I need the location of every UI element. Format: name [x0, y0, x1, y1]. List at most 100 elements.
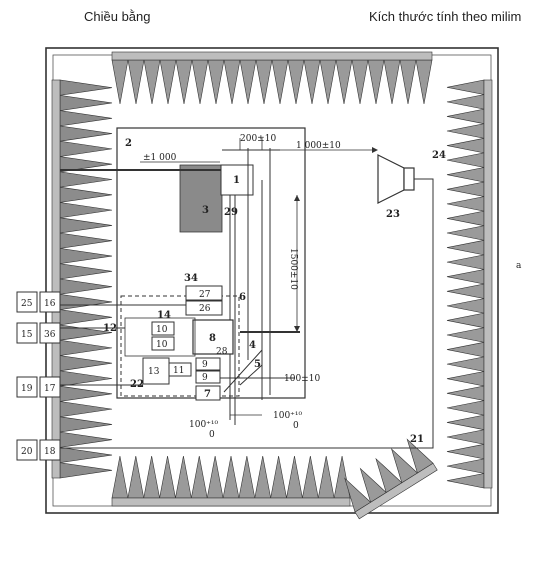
absorber-wedge: [446, 443, 485, 460]
box-10b: [151, 336, 175, 351]
box-9a: [195, 357, 221, 371]
absorber-wedge: [143, 455, 160, 499]
absorber-wedge: [159, 455, 176, 499]
absorber-wedge: [399, 59, 417, 105]
absorber-wedge: [59, 431, 113, 448]
label-5: 5: [254, 359, 261, 370]
label-18: 18: [44, 447, 56, 457]
absorber-wedge: [59, 202, 113, 219]
unit-15: [16, 322, 38, 344]
absorber-wedge: [446, 94, 485, 110]
absorber-wedge: [446, 108, 485, 125]
absorber-wedge: [286, 455, 303, 499]
label-26: 26: [199, 304, 211, 314]
absorber-wedge: [143, 59, 161, 105]
dim-text-100-b: 100⁺¹⁰: [273, 411, 303, 421]
absorber-wedge: [302, 455, 319, 499]
absorber-wedge: [446, 152, 485, 168]
dim-text-100-b-sub: 0: [293, 421, 299, 431]
absorber-wedge: [59, 401, 113, 418]
absorber-wedge: [207, 59, 225, 105]
dim-text-100-a: 100⁺¹⁰: [189, 420, 219, 430]
label-21: 21: [410, 434, 424, 445]
absorber-wedge: [446, 473, 485, 489]
absorber-wedge: [446, 414, 485, 431]
dim-text-100-a-sub: 0: [209, 430, 215, 440]
absorber-wedge: [223, 59, 241, 105]
wiring-loop: [124, 317, 196, 357]
label-24: 24: [432, 150, 446, 161]
absorber-wedge: [59, 447, 113, 464]
absorber-wedge: [446, 327, 485, 343]
absorber-wedge: [59, 293, 113, 310]
label-28: 28: [216, 347, 228, 357]
absorber-wedge: [59, 370, 113, 387]
dim-text-100-right: 100±10: [284, 374, 320, 384]
shaded-support: [179, 164, 223, 233]
absorber-wedge: [333, 455, 351, 499]
absorber-wedge: [59, 248, 113, 265]
absorber-wedge: [446, 123, 485, 139]
absorber-wedge: [59, 355, 113, 372]
absorber-wedge: [446, 283, 485, 299]
box-27: [185, 285, 223, 301]
absorber-wedge: [446, 239, 485, 256]
label-3: 3: [202, 205, 209, 216]
absorber-wedge: [446, 79, 485, 95]
box-9b: [195, 370, 221, 384]
absorber-wedge: [446, 298, 485, 314]
absorber-wedges-top: [111, 59, 433, 105]
absorber-wedge: [159, 59, 177, 105]
box-8: [192, 319, 234, 355]
absorber-wedge: [239, 59, 257, 105]
absorber-wedge: [111, 455, 129, 499]
absorber-wedge: [317, 455, 335, 499]
absorber-wedge: [59, 125, 113, 142]
absorber-wedge: [390, 448, 418, 484]
absorber-wedge: [59, 232, 113, 249]
harness-diagonal-2: [239, 364, 263, 386]
antenna-body: [403, 167, 415, 191]
absorber-wedge: [190, 455, 208, 499]
absorber-wedge: [59, 339, 113, 356]
absorber-wedge: [254, 455, 272, 499]
absorber-wedge: [127, 59, 145, 105]
dim-text-1000-left: ±1 000: [143, 153, 177, 163]
unit-18: [39, 439, 61, 461]
absorber-wedge: [59, 278, 113, 295]
absorber-wedge: [59, 462, 113, 479]
absorber-wedge: [59, 416, 113, 433]
label-17: 17: [44, 384, 56, 394]
absorber-wedge: [111, 59, 129, 105]
absorber-wedge: [375, 457, 403, 493]
label-6: 6: [239, 292, 246, 303]
absorber-wedge: [446, 269, 485, 285]
absorber-wedge: [415, 59, 433, 105]
absorber-wedge: [59, 385, 113, 402]
label-2: 2: [125, 138, 132, 149]
absorber-wedge: [127, 455, 145, 499]
absorber-wedge: [335, 59, 353, 105]
absorber-wedge: [446, 341, 485, 358]
absorber-wedge: [446, 167, 485, 183]
label-side-a: a: [516, 261, 522, 271]
box-11: [168, 362, 192, 377]
harness-diagonal: [223, 349, 263, 393]
unit-20: [16, 439, 38, 461]
label-34: 34: [184, 273, 198, 284]
dim-text-1500: 1500±10: [288, 248, 298, 290]
label-22: 22: [130, 379, 144, 390]
box-7: [195, 385, 221, 401]
absorber-wedge: [255, 59, 273, 105]
absorber-wedge: [59, 217, 113, 234]
absorber-wedge: [206, 455, 224, 499]
antenna-horn: [377, 154, 405, 204]
absorber-wedge: [271, 59, 289, 105]
absorber-wedge: [383, 59, 401, 105]
label-9b: 9: [202, 373, 208, 383]
absorber-wedge: [446, 385, 485, 401]
label-1: 1: [233, 175, 240, 186]
absorber-base-top: [111, 51, 433, 61]
absorber-wedge: [175, 59, 193, 105]
label-25: 25: [21, 299, 33, 309]
